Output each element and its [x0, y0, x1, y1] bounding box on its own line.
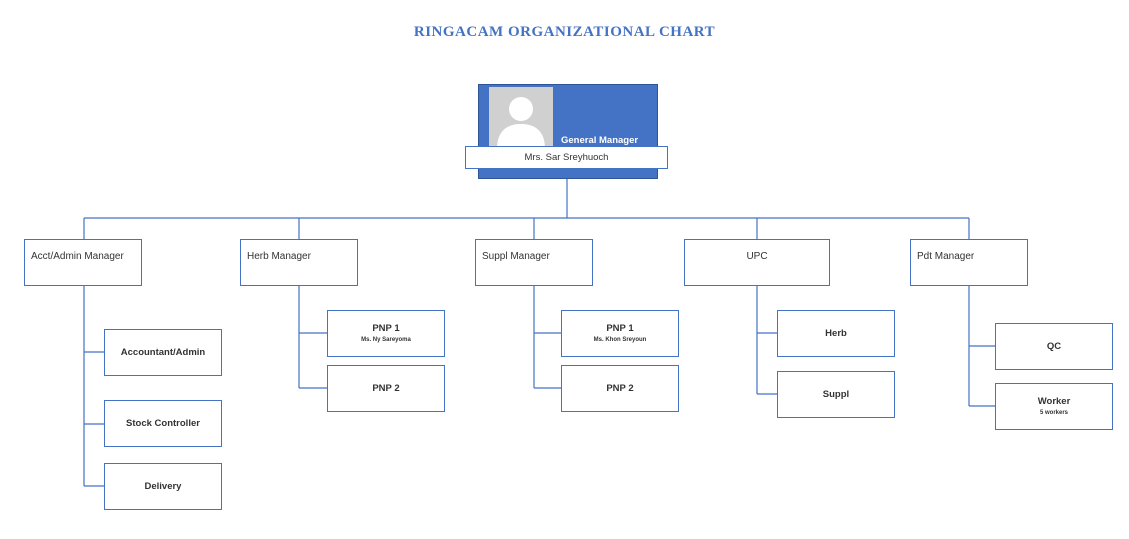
child-box-stock-controller: Stock Controller — [104, 400, 222, 447]
manager-box-suppl: Suppl Manager — [475, 239, 593, 286]
child-box-delivery: Delivery — [104, 463, 222, 510]
manager-label: UPC — [746, 251, 768, 262]
child-label: Herb — [825, 327, 847, 339]
child-sublabel: 5 workers — [1039, 409, 1069, 416]
manager-box-herb: Herb Manager — [240, 239, 358, 286]
child-label: PNP 1 — [372, 323, 400, 335]
child-label: Worker — [1037, 396, 1071, 408]
general-manager-name: Mrs. Sar Sreyhuoch — [465, 146, 668, 169]
child-label: PNP 1 — [606, 323, 634, 335]
child-label: PNP 2 — [372, 382, 400, 394]
person-silhouette-icon — [489, 87, 553, 149]
child-box-herb-pnp1: PNP 1 Ms. Ny Sareyoma — [327, 310, 445, 357]
child-label: QC — [1046, 340, 1062, 352]
child-label: PNP 2 — [606, 382, 634, 394]
general-manager-role: General Manager — [561, 135, 639, 146]
child-box-accountant-admin: Accountant/Admin — [104, 329, 222, 376]
child-box-upc-suppl: Suppl — [777, 371, 895, 418]
manager-box-upc: UPC — [684, 239, 830, 286]
child-box-qc: QC — [995, 323, 1113, 370]
child-box-suppl-pnp1: PNP 1 Ms. Khon Sreyoun — [561, 310, 679, 357]
child-label: Delivery — [144, 480, 182, 492]
child-box-suppl-pnp2: PNP 2 — [561, 365, 679, 412]
manager-label: Acct/Admin Manager — [31, 251, 124, 262]
child-sublabel: Ms. Ny Sareyoma — [361, 336, 411, 343]
chart-title: RINGACAM ORGANIZATIONAL CHART — [413, 24, 716, 40]
manager-label: Herb Manager — [247, 251, 311, 262]
child-box-worker: Worker 5 workers — [995, 383, 1113, 430]
child-label: Stock Controller — [126, 417, 200, 429]
child-box-upc-herb: Herb — [777, 310, 895, 357]
child-label: Suppl — [822, 388, 850, 400]
manager-label: Pdt Manager — [917, 251, 975, 262]
manager-box-acct-admin: Acct/Admin Manager — [24, 239, 142, 286]
manager-label: Suppl Manager — [482, 251, 550, 262]
manager-box-pdt: Pdt Manager — [910, 239, 1028, 286]
child-sublabel: Ms. Khon Sreyoun — [593, 336, 647, 343]
child-box-herb-pnp2: PNP 2 — [327, 365, 445, 412]
child-label: Accountant/Admin — [120, 346, 206, 358]
